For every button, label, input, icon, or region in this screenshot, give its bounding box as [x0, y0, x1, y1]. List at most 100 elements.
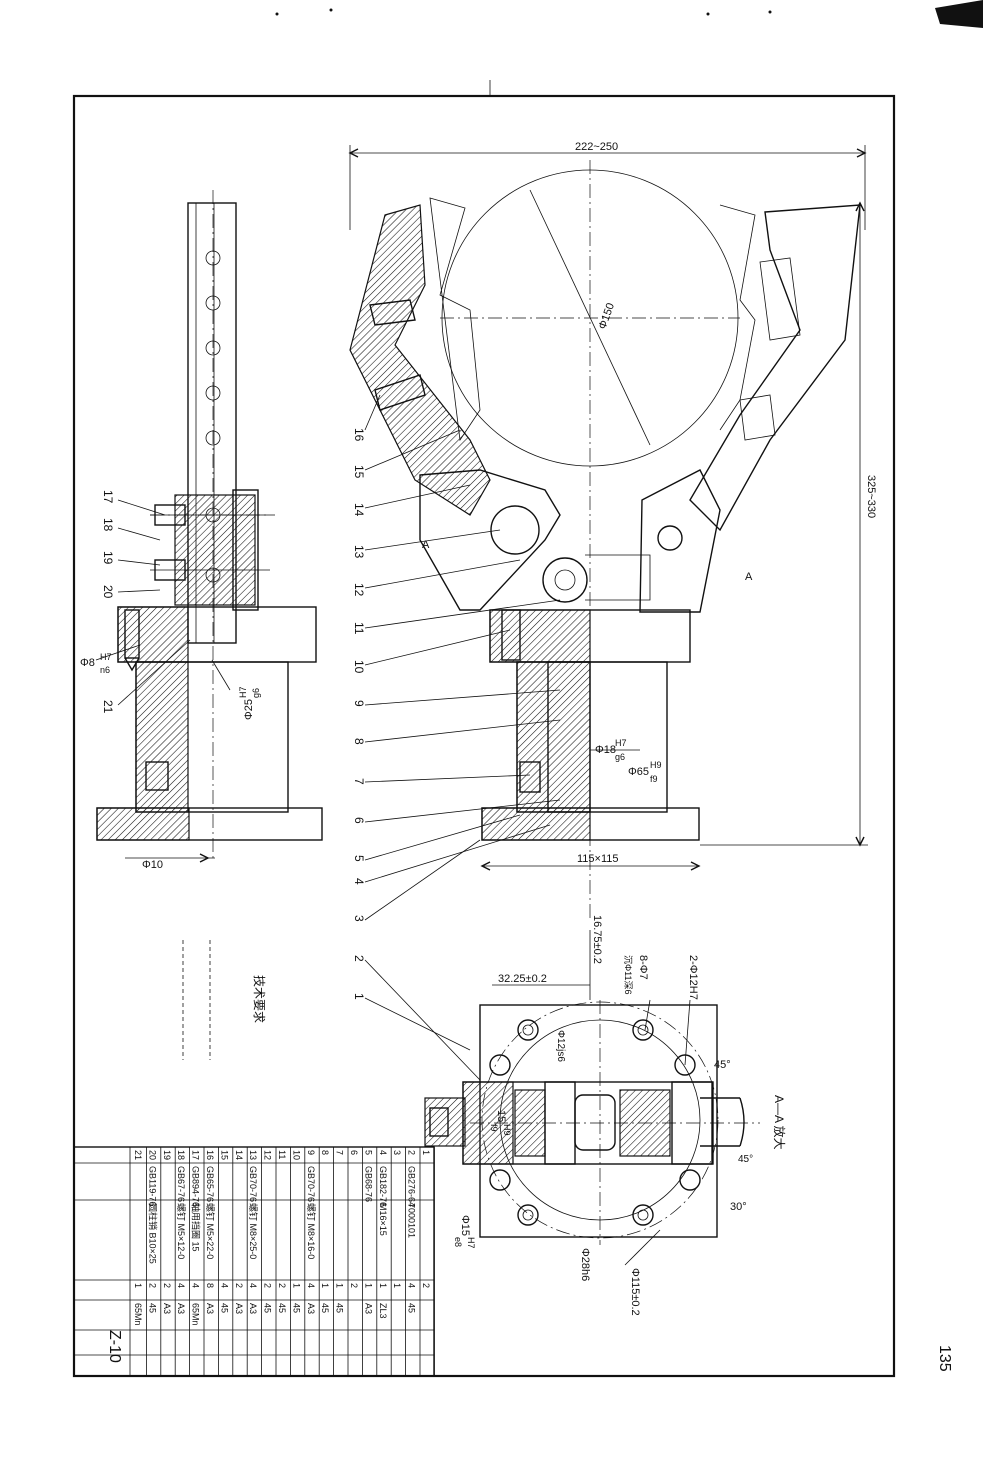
- balloon-4: 4: [352, 878, 366, 885]
- parts-cell-mat: 65Mn: [191, 1303, 201, 1326]
- lower-fit-hole: H7: [466, 1237, 476, 1249]
- parts-cell-no: 7: [335, 1150, 345, 1155]
- parts-cell-mat: 45: [147, 1303, 157, 1313]
- balloon-10: 10: [352, 660, 366, 674]
- parts-cell-no: 2: [407, 1150, 417, 1155]
- parts-cell-mat: A3: [205, 1303, 215, 1314]
- front-view-dims: 222~250 325~330 Φ150 115×115 Φ18 H7 g6 Φ…: [348, 141, 877, 871]
- side-view-dims: Φ8 H7 n6 Φ25 H7 g6 Φ10: [80, 644, 261, 871]
- parts-cell-mat: 45: [291, 1303, 301, 1313]
- parts-cell-mat: 45: [219, 1303, 229, 1313]
- slot-fit-shaft: f9: [489, 1124, 499, 1132]
- bore-fit-hole: H9: [650, 760, 662, 770]
- parts-cell-no: 9: [306, 1150, 316, 1155]
- balloon-9: 9: [352, 700, 366, 707]
- parts-cell-mat: 45: [277, 1303, 287, 1313]
- slot-fit-hole: H9: [502, 1124, 512, 1136]
- parts-cell-no: 17: [191, 1150, 201, 1160]
- parts-cell-qty: 2: [421, 1283, 431, 1288]
- angle-1-label: 45°: [714, 1059, 731, 1071]
- shaft-fit-shaft: g6: [251, 688, 261, 698]
- drawing-border: [72, 94, 896, 1378]
- slot-fit-label: 15: [495, 1110, 507, 1122]
- holes-2-label: 2-Φ12H7: [687, 955, 699, 1000]
- balloon-14: 14: [352, 503, 366, 517]
- parts-cell-no: 5: [363, 1150, 373, 1155]
- drawing-number: Z-10: [106, 1330, 123, 1363]
- scan-marks: [275, 0, 983, 96]
- section-view-dims: 16.75±0.2 32.25±0.2 8-Φ7 沉Φ11深6 2-Φ12H7 …: [453, 915, 787, 1316]
- balloon-7: 7: [352, 778, 366, 785]
- lower-fit-label: Φ15: [459, 1215, 471, 1236]
- balloon-21: 21: [101, 700, 115, 714]
- parts-cell-no: 6: [349, 1150, 359, 1155]
- side-view: [96, 190, 323, 860]
- section-mark-right: A: [745, 571, 753, 583]
- section-label: A—A 放大: [772, 1095, 787, 1150]
- parts-cell-no: 14: [234, 1150, 244, 1160]
- lower-fit-shaft: e8: [453, 1237, 463, 1247]
- parts-cell-qty: 1: [392, 1283, 402, 1288]
- offset-2-label: 32.25±0.2: [498, 973, 547, 985]
- parts-cell-qty: 2: [277, 1283, 287, 1288]
- shaft-fit-hole: H7: [238, 686, 248, 698]
- balloon-6: 6: [352, 817, 366, 824]
- parts-cell-no: 21: [133, 1150, 143, 1160]
- angle-3-label: 45°: [738, 1154, 753, 1165]
- parts-cell-name: 螺钉 M8×25-0: [248, 1203, 258, 1259]
- pin-dia-label: Φ12js6: [555, 1030, 566, 1062]
- parts-cell-std: GB70-76: [248, 1166, 258, 1202]
- tech-requirements-title: 技术要求: [252, 975, 266, 1023]
- holes-1-note: 沉Φ11深6: [623, 955, 633, 995]
- right-balloons: 16 15 14 13 12 11 10 9 8 7 6 5 4 3 2 1: [352, 394, 561, 1081]
- parts-cell-name: M16×15: [378, 1203, 388, 1236]
- parts-cell-qty: 4: [176, 1283, 186, 1288]
- parts-cell-no: 8: [320, 1150, 330, 1155]
- parts-cell-no: 16: [205, 1150, 215, 1160]
- parts-cell-qty: 2: [349, 1283, 359, 1288]
- parts-cell-no: 12: [263, 1150, 273, 1160]
- rod-fit-label: Φ18: [595, 744, 616, 756]
- balloon-8: 8: [352, 738, 366, 745]
- parts-cell-name: 螺钉 M8×16-0: [306, 1203, 316, 1259]
- left-balloons: 17 18 19 20 21: [101, 490, 191, 714]
- parts-cell-qty: 4: [191, 1283, 201, 1288]
- balloon-19: 19: [101, 551, 115, 565]
- parts-cell-mat: A3: [176, 1303, 186, 1314]
- parts-cell-std: GB68-76: [363, 1166, 373, 1202]
- parts-cell-mat: A3: [306, 1303, 316, 1314]
- pcd-label: Φ115±0.2: [629, 1268, 641, 1316]
- parts-cell-qty: 2: [263, 1283, 273, 1288]
- balloon-13: 13: [352, 545, 366, 559]
- parts-cell-std: GB276-64: [407, 1166, 417, 1207]
- parts-cell-no: 10: [291, 1150, 301, 1160]
- parts-cell-no: 13: [248, 1150, 258, 1160]
- parts-cell-qty: 1: [133, 1283, 143, 1288]
- section-mark-left: A: [422, 539, 430, 551]
- parts-cell-mat: 45: [335, 1303, 345, 1313]
- parts-cell-mat: 45: [320, 1303, 330, 1313]
- section-view: [424, 1000, 760, 1245]
- pin-fit-hole: H7: [100, 652, 112, 662]
- shaft-fit-label: Φ25: [243, 699, 255, 720]
- balloon-17: 17: [101, 490, 115, 504]
- parts-cell-qty: 4: [248, 1283, 258, 1288]
- parts-cell-no: 3: [392, 1150, 402, 1155]
- parts-cell-no: 20: [147, 1150, 157, 1160]
- bore-fit-label: Φ65: [628, 766, 649, 778]
- parts-cell-name: 轴用挡圈 15: [191, 1203, 202, 1252]
- parts-cell-no: 4: [378, 1150, 388, 1155]
- balloon-1: 1: [352, 993, 366, 1000]
- parts-cell-qty: 1: [363, 1283, 373, 1288]
- parts-cell-mat: 65Mn: [133, 1303, 143, 1326]
- jaw-span-label: 222~250: [575, 141, 618, 153]
- parts-cell-qty: 1: [378, 1283, 388, 1288]
- parts-cell-name: 螺钉 M5×22-0: [205, 1203, 215, 1259]
- base-dim-label: 115×115: [577, 853, 619, 865]
- pin-fit-shaft: n6: [100, 665, 110, 675]
- balloon-16: 16: [352, 428, 366, 442]
- balloon-20: 20: [101, 585, 115, 599]
- balloon-12: 12: [352, 583, 366, 597]
- parts-cell-no: 19: [162, 1150, 172, 1160]
